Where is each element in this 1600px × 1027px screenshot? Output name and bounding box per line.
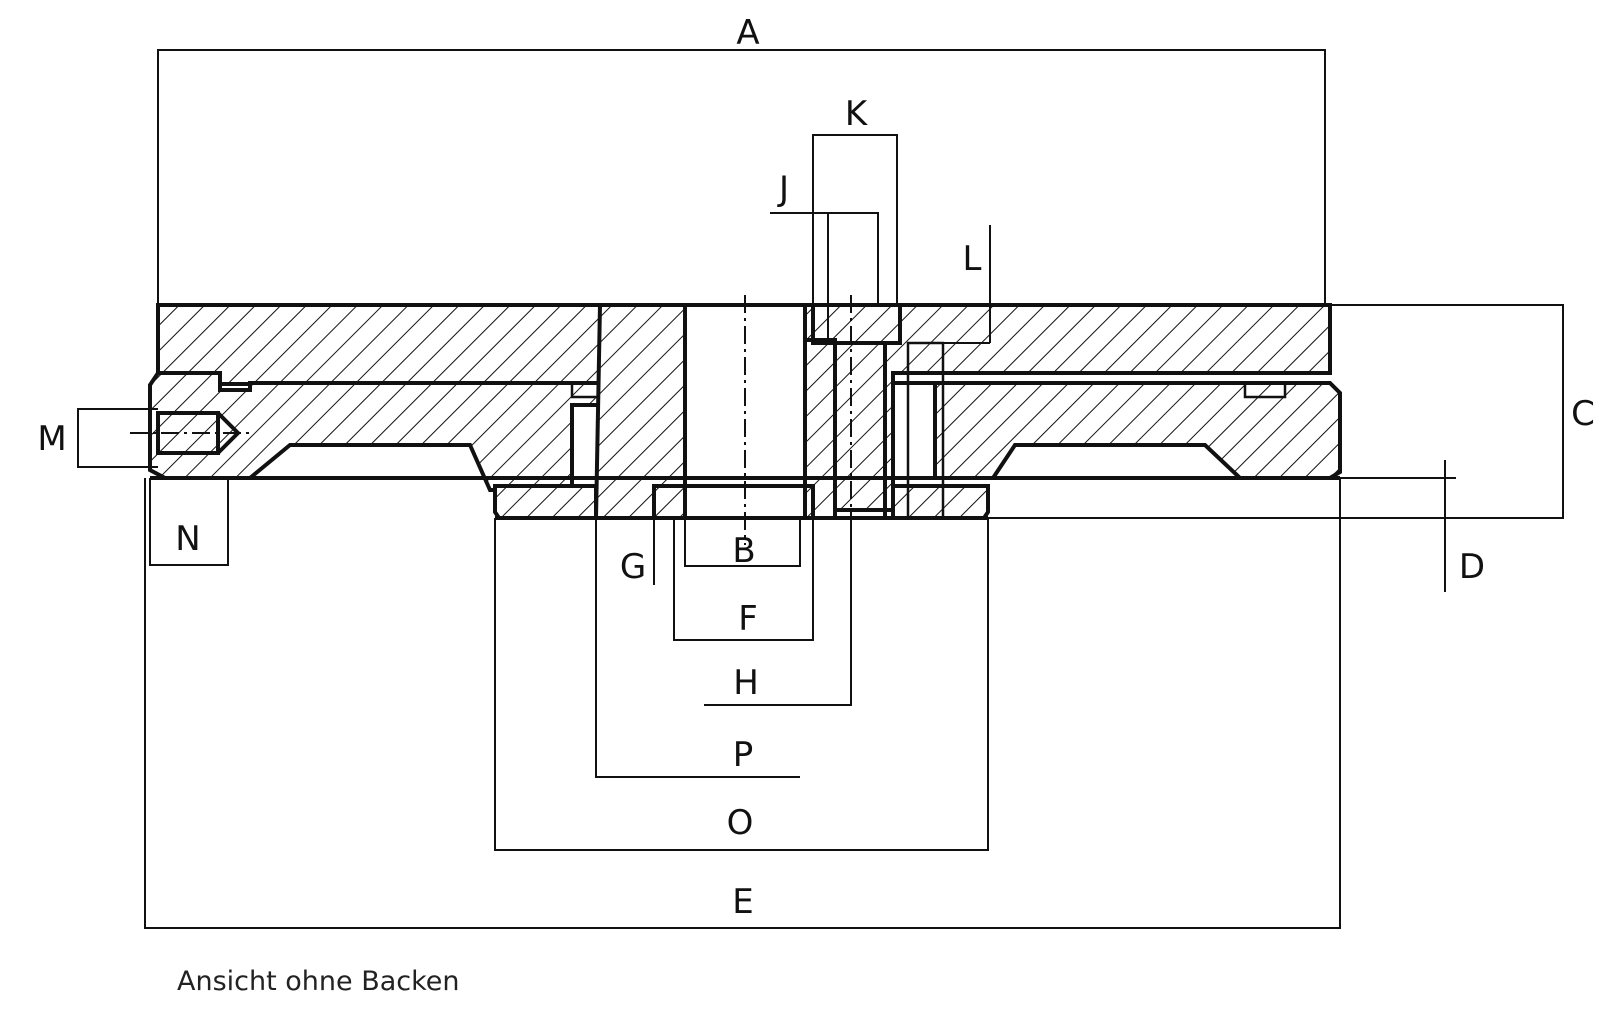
- dimension-b: [684, 518, 801, 567]
- label-b: B: [732, 531, 755, 571]
- label-p: P: [733, 735, 754, 775]
- flange-step-left: [652, 484, 687, 520]
- dimension-m: [77, 408, 158, 468]
- label-m: M: [37, 419, 66, 459]
- dimension-k: [812, 134, 898, 305]
- lower-flange-right: [891, 484, 990, 520]
- dimension-e: [144, 478, 1341, 929]
- counterbore: [683, 484, 815, 520]
- label-a: A: [736, 13, 759, 53]
- label-o: O: [727, 803, 754, 843]
- dimension-n: [149, 478, 229, 566]
- dimension-o: [494, 518, 989, 851]
- dimension-j: [770, 212, 879, 305]
- label-k: K: [845, 94, 869, 134]
- label-e: E: [732, 882, 753, 922]
- dimension-lines: [77, 49, 1564, 929]
- dimension-labels: A K J L C D M N B G F H P O E: [37, 13, 1595, 922]
- label-d: D: [1459, 547, 1485, 587]
- center-axes: [130, 295, 852, 545]
- label-f: F: [738, 599, 758, 639]
- ring-notch-left: [570, 383, 600, 399]
- dimension-a: [157, 49, 1326, 305]
- label-n: N: [175, 519, 200, 559]
- label-j: J: [777, 169, 789, 209]
- label-l: L: [963, 239, 982, 279]
- ring-notch-right: [1243, 383, 1287, 399]
- dimension-f: [673, 518, 814, 641]
- chuck-body: [148, 303, 1342, 520]
- dimension-c: [988, 304, 1564, 519]
- figure-caption: Ansicht ohne Backen: [177, 966, 460, 997]
- lower-flange-left: [493, 484, 598, 520]
- label-c: C: [1571, 394, 1595, 434]
- dimension-p: [595, 518, 800, 778]
- label-h: H: [733, 663, 759, 703]
- dimension-h: [704, 518, 852, 706]
- label-g: G: [620, 547, 646, 587]
